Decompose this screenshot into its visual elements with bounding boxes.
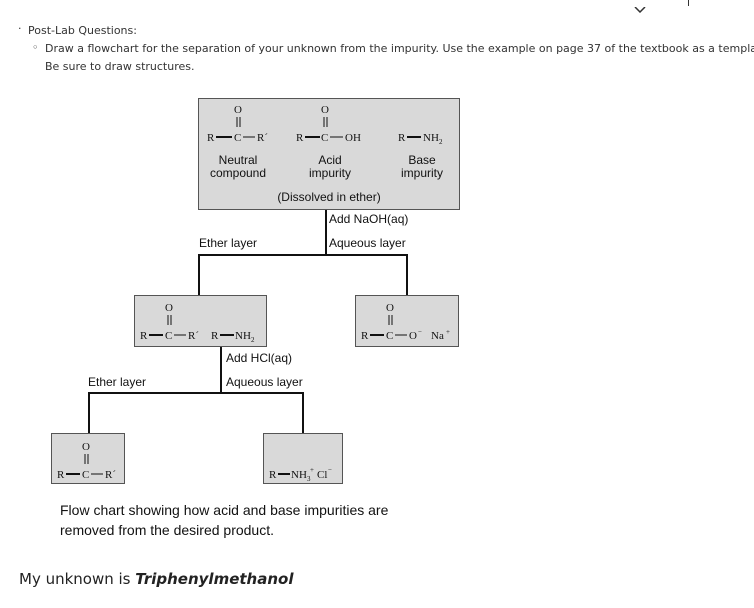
connector-left-2 — [88, 392, 90, 433]
ether-layer-box: O R C R´ R NH 2 — [134, 295, 267, 347]
add-naoh-label: Add NaOH(aq) — [329, 212, 409, 226]
svg-text:OH: OH — [345, 132, 361, 144]
acid-label-line-2: impurity — [308, 166, 351, 180]
instruction-line-1: Draw a flowchart for the separation of y… — [45, 42, 754, 55]
neutral-product-structure: O R C R´ — [57, 441, 116, 481]
neutral-label-line-2: compound — [209, 166, 267, 180]
connector-left-1 — [198, 254, 200, 295]
svg-text:2: 2 — [251, 336, 255, 344]
svg-text:R: R — [269, 469, 277, 481]
svg-text:2: 2 — [439, 138, 443, 146]
unknown-prefix: My unknown is — [19, 570, 136, 588]
neutral-label-line-1: Neutral — [218, 153, 258, 167]
bullet-dot: · — [18, 22, 22, 35]
neutral-product-box: O R C R´ — [51, 433, 125, 484]
connector-horizontal-1 — [198, 254, 408, 256]
svg-text:+: + — [446, 328, 450, 336]
svg-text:R: R — [296, 132, 304, 144]
svg-text:R: R — [211, 330, 219, 342]
svg-text:C: C — [321, 132, 328, 144]
svg-text:R: R — [207, 132, 215, 144]
aqueous-layer-label-2: Aqueous layer — [226, 375, 303, 389]
unknown-statement: My unknown is Triphenylmethanol — [19, 570, 293, 588]
svg-text:NH: NH — [235, 330, 251, 342]
svg-text:C: C — [82, 469, 89, 481]
svg-text:O: O — [165, 302, 173, 314]
flowchart-caption-line-2: removed from the desired product. — [60, 522, 274, 538]
svg-text:C: C — [165, 330, 172, 342]
svg-text:R´: R´ — [188, 330, 199, 342]
post-lab-heading: Post-Lab Questions: — [28, 24, 137, 37]
base-label-line-1: Base — [408, 153, 436, 167]
ammonium-salt-structure: R NH 3 + Cl − — [269, 466, 332, 483]
cropped-icon — [633, 0, 657, 14]
dissolved-label: (Dissolved in ether) — [277, 190, 381, 204]
cropped-divider — [688, 0, 689, 6]
aqueous-layer-label-1: Aqueous layer — [329, 236, 406, 250]
connector-right-2 — [302, 392, 304, 433]
svg-text:O: O — [234, 104, 242, 116]
instruction-line-2: Be sure to draw structures. — [45, 60, 195, 73]
connector-vertical-2 — [220, 347, 222, 393]
svg-text:−: − — [418, 328, 422, 336]
mixture-structures: O R C R´ O R C OH R NH — [207, 104, 443, 146]
ammonium-salt-box: R NH 3 + Cl − — [263, 433, 343, 484]
svg-text:R: R — [57, 469, 65, 481]
svg-text:R´: R´ — [105, 469, 116, 481]
acid-label-line-1: Acid — [318, 153, 342, 167]
connector-right-1 — [406, 254, 408, 295]
svg-text:C: C — [234, 132, 241, 144]
mixture-box: O R C R´ O R C OH R NH — [198, 98, 460, 210]
svg-text:NH: NH — [291, 469, 307, 481]
svg-text:O: O — [321, 104, 329, 116]
flowchart-caption-line-1: Flow chart showing how acid and base imp… — [60, 502, 389, 518]
svg-text:R: R — [361, 330, 369, 342]
svg-text:−: − — [328, 466, 332, 474]
svg-text:R: R — [140, 330, 148, 342]
svg-text:3: 3 — [307, 475, 311, 483]
circle-bullet-icon: ◦ — [32, 41, 39, 54]
svg-text:O: O — [409, 330, 417, 342]
svg-text:Na: Na — [431, 330, 444, 342]
svg-text:R´: R´ — [257, 132, 268, 144]
connector-vertical-1 — [325, 210, 327, 254]
svg-text:C: C — [386, 330, 393, 342]
svg-text:R: R — [398, 132, 406, 144]
unknown-name: Triphenylmethanol — [135, 570, 294, 588]
svg-text:Cl: Cl — [317, 469, 327, 481]
ether-layer-structures: O R C R´ R NH 2 — [140, 302, 255, 344]
add-hcl-label: Add HCl(aq) — [226, 351, 293, 365]
svg-text:+: + — [310, 466, 314, 474]
aqueous-layer-box: O R C O − Na + — [355, 295, 459, 347]
svg-text:O: O — [386, 302, 394, 314]
svg-text:O: O — [82, 441, 90, 453]
ether-layer-label-1: Ether layer — [199, 236, 258, 250]
svg-text:NH: NH — [423, 132, 439, 144]
ether-layer-label-2: Ether layer — [88, 375, 147, 389]
connector-horizontal-2 — [88, 392, 303, 394]
carboxylate-structure: O R C O − Na + — [361, 302, 450, 342]
base-label-line-2: impurity — [400, 166, 443, 180]
